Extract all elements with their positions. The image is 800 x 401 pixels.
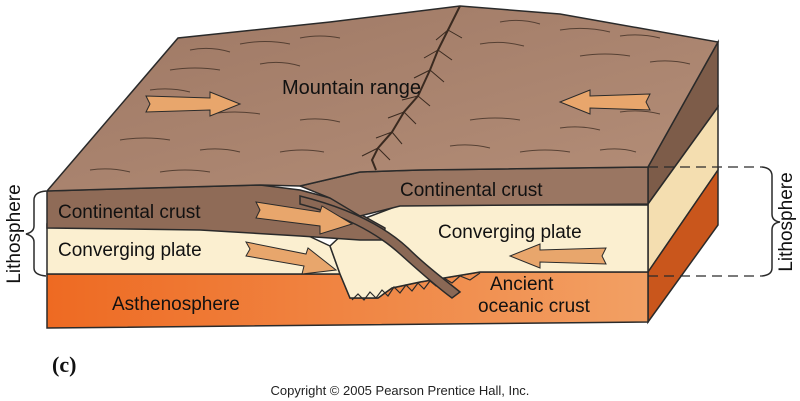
copyright-notice: Copyright © 2005 Pearson Prentice Hall, … (271, 383, 530, 398)
label-continental-crust-top: Continental crust (400, 180, 543, 201)
panel-letter: (c) (52, 352, 76, 377)
lithosphere-brace-left (25, 190, 47, 277)
mountain-ridge (370, 5, 461, 171)
label-lithosphere-right: Lithosphere (776, 172, 797, 271)
arrow-crust-left (255, 201, 354, 235)
mountain-ridge-texture (361, 29, 463, 161)
label-continental-crust-left: Continental crust (58, 202, 201, 223)
label-oceanic-crust: oceanic crust (478, 296, 591, 317)
arrow-top-left (145, 91, 242, 117)
label-converging-plate-right: Converging plate (438, 222, 582, 243)
arrow-plate-right (508, 243, 607, 269)
subducting-slab (299, 195, 462, 299)
arrow-top-right (558, 89, 651, 115)
label-asthenosphere: Asthenosphere (112, 294, 240, 315)
serrated-boundary (351, 272, 481, 301)
label-mountain-range: Mountain range (282, 77, 421, 99)
label-ancient: Ancient (490, 274, 554, 295)
label-converging-plate-left: Converging plate (58, 240, 202, 261)
surface-texture (89, 19, 691, 173)
front-mantle-lithosphere-right (329, 204, 649, 299)
lithosphere-brace-right (761, 166, 781, 277)
label-lithosphere-left: Lithosphere (4, 184, 25, 283)
arrow-plate-left (245, 241, 338, 275)
